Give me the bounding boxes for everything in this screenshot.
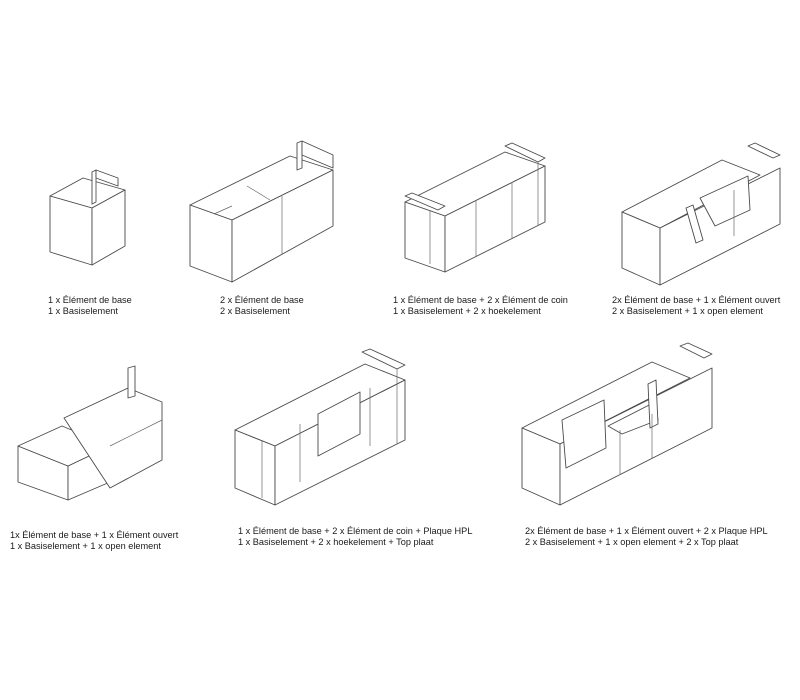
caption-config-1: 1 x Élément de base 1 x Basiselement	[48, 295, 132, 317]
caption-config-7: 2x Élément de base + 1 x Élément ouvert …	[525, 526, 768, 548]
caption-config-5: 1x Élément de base + 1 x Élément ouvert …	[10, 530, 178, 552]
caption-line-fr: 2 x Élément de base	[220, 295, 304, 305]
caption-line-nl: 1 x Basiselement + 1 x open element	[10, 541, 161, 551]
caption-line-fr: 2x Élément de base + 1 x Élément ouvert	[612, 295, 781, 305]
caption-line-fr: 1 x Élément de base + 2 x Élément de coi…	[393, 295, 568, 305]
desk-drawing-config-4	[621, 142, 781, 286]
caption-line-fr: 1x Élément de base + 1 x Élément ouvert	[10, 530, 179, 540]
desk-drawing-config-2	[189, 140, 334, 283]
caption-line-fr: 1 x Élément de base + 2 x Élément de coi…	[238, 526, 473, 536]
caption-config-4: 2x Élément de base + 1 x Élément ouvert …	[612, 295, 780, 317]
desk-drawing-config-5	[17, 365, 163, 501]
caption-line-fr: 2x Élément de base + 1 x Élément ouvert …	[525, 526, 768, 536]
caption-line-fr: 1 x Élément de base	[48, 295, 132, 305]
desk-drawing-config-3	[404, 142, 546, 273]
desk-drawing-config-1	[49, 169, 126, 266]
caption-line-nl: 2 x Basiselement + 1 x open element	[612, 306, 763, 316]
caption-line-nl: 1 x Basiselement + 2 x hoekelement + Top…	[238, 537, 434, 547]
caption-config-3: 1 x Élément de base + 2 x Élément de coi…	[393, 295, 568, 317]
caption-line-nl: 1 x Basiselement + 2 x hoekelement	[393, 306, 541, 316]
desk-drawing-config-6	[234, 348, 406, 506]
caption-line-nl: 2 x Basiselement + 1 x open element + 2 …	[525, 537, 739, 547]
caption-config-2: 2 x Élément de base 2 x Basiselement	[220, 295, 304, 317]
desk-drawing-config-7	[521, 342, 713, 506]
caption-config-6: 1 x Élément de base + 2 x Élément de coi…	[238, 526, 472, 548]
caption-line-nl: 2 x Basiselement	[220, 306, 290, 316]
caption-line-nl: 1 x Basiselement	[48, 306, 118, 316]
